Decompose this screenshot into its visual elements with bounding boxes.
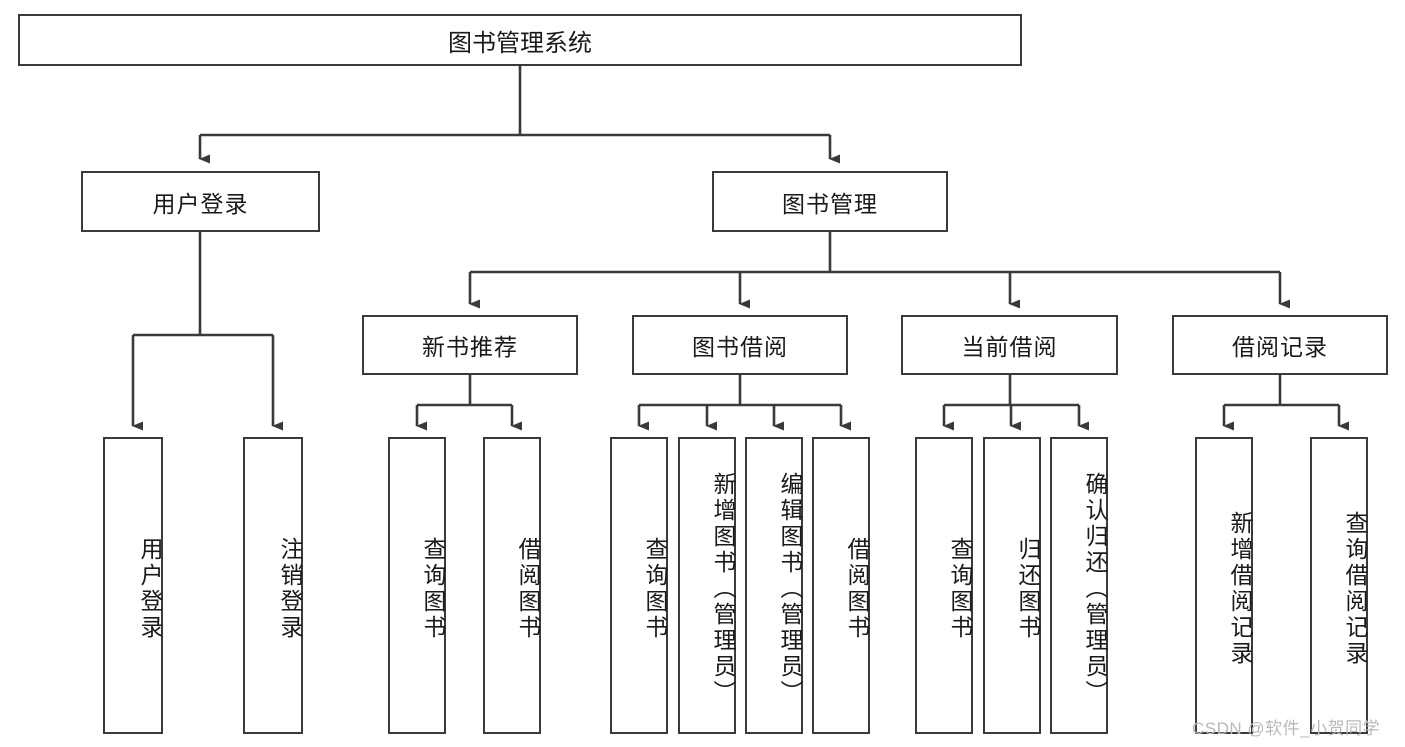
node-root-book-management-system[interactable]: 图书管理系统	[18, 14, 1022, 66]
leaf-book-borrow-borrow-book[interactable]: 借阅图书	[812, 437, 870, 734]
node-label: 当前借阅	[961, 334, 1058, 360]
node-new-book-recommend[interactable]: 新书推荐	[362, 315, 578, 375]
node-label: 新书推荐	[422, 334, 518, 360]
node-label: 编辑图书（管理员）	[777, 471, 803, 706]
leaf-current-borrow-confirm-return-admin[interactable]: 确认归还（管理员）	[1050, 437, 1108, 734]
leaf-current-borrow-return-book[interactable]: 归还图书	[983, 437, 1041, 734]
node-label: 新增图书（管理员）	[710, 471, 736, 706]
node-user-login[interactable]: 用户登录	[81, 171, 320, 232]
node-borrow-record[interactable]: 借阅记录	[1172, 315, 1388, 375]
node-label: 查询图书	[642, 536, 668, 641]
node-label: 注销登录	[277, 536, 303, 641]
node-label: 借阅记录	[1232, 334, 1328, 360]
node-current-borrow[interactable]: 当前借阅	[901, 315, 1118, 375]
node-label: 确认归还（管理员）	[1082, 471, 1108, 706]
node-label: 用户登录	[152, 190, 249, 217]
leaf-current-borrow-query-book[interactable]: 查询图书	[915, 437, 973, 734]
node-label: 查询图书	[947, 536, 973, 641]
node-label: 图书借阅	[692, 334, 788, 360]
leaf-borrow-record-add-record[interactable]: 新增借阅记录	[1195, 437, 1253, 734]
leaf-book-borrow-add-book-admin[interactable]: 新增图书（管理员）	[678, 437, 736, 734]
node-label: 新增借阅记录	[1227, 510, 1253, 667]
leaf-user-login-logout[interactable]: 注销登录	[243, 437, 303, 734]
node-label: 借阅图书	[515, 536, 541, 641]
node-label: 查询借阅记录	[1342, 510, 1368, 667]
leaf-new-book-query-book[interactable]: 查询图书	[388, 437, 446, 734]
node-label: 图书管理系统	[448, 29, 592, 57]
node-label: 借阅图书	[844, 536, 870, 641]
leaf-new-book-borrow-book[interactable]: 借阅图书	[483, 437, 541, 734]
leaf-user-login-login[interactable]: 用户登录	[103, 437, 163, 734]
node-label: 归还图书	[1015, 536, 1041, 641]
node-label: 图书管理	[782, 190, 878, 217]
leaf-borrow-record-query-record[interactable]: 查询借阅记录	[1310, 437, 1368, 734]
leaf-book-borrow-edit-book-admin[interactable]: 编辑图书（管理员）	[745, 437, 803, 734]
node-book-borrow[interactable]: 图书借阅	[632, 315, 848, 375]
node-book-management[interactable]: 图书管理	[712, 171, 948, 232]
node-label: 查询图书	[420, 536, 446, 641]
node-label: 用户登录	[137, 536, 163, 641]
leaf-book-borrow-query-book[interactable]: 查询图书	[610, 437, 668, 734]
